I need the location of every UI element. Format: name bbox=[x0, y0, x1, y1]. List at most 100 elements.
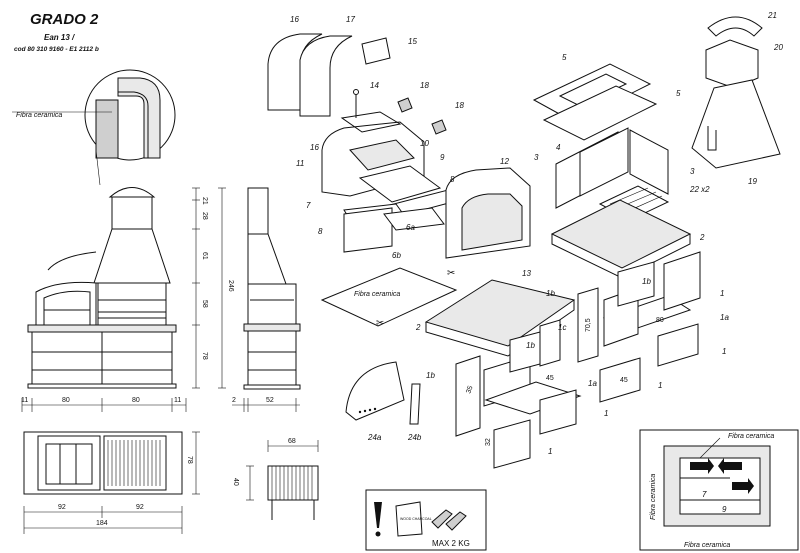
fibra-detail-view: Fibra ceramica bbox=[12, 69, 176, 186]
part-label-20: 20 bbox=[773, 43, 783, 52]
part-label-5b: 5 bbox=[676, 89, 681, 98]
part-label-15: 15 bbox=[408, 37, 417, 46]
charcoal-warning: WOOD CHARCOAL MAX 2 KG bbox=[365, 489, 487, 551]
part-label-14: 14 bbox=[370, 81, 379, 90]
part-5-lower-frame bbox=[542, 85, 658, 141]
fibra-inset-top-label: Fibra ceramica bbox=[728, 433, 774, 440]
part-1b-block-b bbox=[509, 331, 541, 373]
wood-box-label: WOOD CHARCOAL bbox=[400, 517, 432, 521]
grill-rack-bars bbox=[271, 466, 313, 500]
part-label-18b: 18 bbox=[455, 101, 464, 110]
detail-fibre-layer bbox=[118, 91, 149, 158]
part-label-21: 21 bbox=[767, 11, 777, 20]
detail-circle bbox=[84, 69, 176, 161]
part-24b-handle bbox=[409, 383, 421, 425]
part-6a-plate bbox=[383, 207, 445, 231]
grill-width: 68 bbox=[288, 438, 296, 445]
part-1-block-b bbox=[663, 251, 701, 311]
front-width-4: 11 bbox=[174, 397, 181, 404]
detail-wall-section bbox=[95, 99, 119, 159]
part-1b-post bbox=[577, 287, 599, 363]
warning-frame bbox=[365, 489, 487, 551]
side-depth-b: 52 bbox=[266, 397, 274, 404]
part-1a-shelf-b bbox=[484, 381, 582, 415]
part-label-5a: 5 bbox=[562, 53, 567, 62]
dim-45a: 45 bbox=[546, 375, 554, 382]
charcoal-bag-icon bbox=[395, 501, 423, 537]
part-19-hood bbox=[691, 79, 781, 169]
part-label-1-c: 1 bbox=[658, 381, 662, 390]
charcoal-lump-icon bbox=[431, 509, 453, 529]
part-label-16a: 16 bbox=[290, 15, 299, 24]
part-3-right-panel bbox=[629, 129, 669, 195]
dim-35: 35 bbox=[465, 385, 474, 395]
front-chimney-flue bbox=[111, 196, 153, 230]
part-label-2a: 2 bbox=[699, 233, 705, 242]
front-total-height: 246 bbox=[227, 280, 234, 292]
part-dimension-labels: 70,5 80 45 45 35 32 bbox=[465, 317, 664, 446]
plan-grill-bars bbox=[107, 440, 161, 486]
exploded-hood-parts: Fibra ceramica ✂ ✂ bbox=[267, 33, 531, 329]
part-label-1-e: 1 bbox=[548, 447, 552, 456]
inset-arrow-3 bbox=[732, 478, 754, 494]
part-17-panel bbox=[299, 35, 353, 117]
part-label-18a: 18 bbox=[420, 81, 429, 90]
plan-width-left: 92 bbox=[58, 504, 66, 511]
part-label-24b: 24b bbox=[407, 433, 422, 442]
dim-80: 80 bbox=[656, 317, 664, 324]
part-label-13: 13 bbox=[522, 269, 531, 278]
scissors-icon-b: ✂ bbox=[376, 318, 384, 329]
inset-part-9: 9 bbox=[722, 505, 727, 514]
max-weight-label: MAX 2 KG bbox=[432, 539, 470, 548]
front-firebox bbox=[97, 282, 167, 326]
fibra-detail-label: Fibra ceramica bbox=[16, 112, 62, 119]
fibra-inset-left-label: Fibra ceramica bbox=[650, 474, 657, 520]
fibra-sheet-part bbox=[320, 267, 458, 327]
front-height-1: 21 bbox=[201, 197, 208, 205]
exploded-top-stack bbox=[532, 63, 692, 279]
part-label-1a-a: 1a bbox=[720, 313, 729, 322]
part-label-6a: 6a bbox=[406, 223, 415, 232]
plan-width-right: 92 bbox=[136, 504, 144, 511]
part-15-plate bbox=[361, 37, 391, 65]
plan-width-total: 184 bbox=[96, 520, 108, 527]
part-label-1-b: 1 bbox=[722, 347, 726, 356]
title-block: GRADO 2 Ean 13 / cod 80 310 9160 - E1 21… bbox=[14, 11, 99, 53]
dim-70-5: 70,5 bbox=[585, 318, 592, 332]
part-14-frame bbox=[340, 111, 402, 133]
front-height-4: 58 bbox=[201, 300, 208, 308]
fibra-inset-detail: Fibra ceramica Fibra ceramica Fibra cera… bbox=[639, 429, 799, 551]
part-label-8a: 8 bbox=[450, 175, 455, 184]
side-hood bbox=[247, 233, 287, 285]
part-label-1b-a: 1b bbox=[546, 289, 555, 298]
part-label-1a-b: 1a bbox=[588, 379, 597, 388]
part-label-8b: 8 bbox=[318, 227, 323, 236]
front-width-3: 80 bbox=[132, 397, 140, 404]
part-label-22: 22 x2 bbox=[689, 185, 710, 194]
part-label-1c: 1c bbox=[558, 323, 566, 332]
part-label-17: 17 bbox=[346, 15, 355, 24]
side-chimney bbox=[247, 187, 269, 235]
part-number-labels: 16 17 15 14 18 18 16 11 10 9 8 7 8 6a 6b… bbox=[290, 11, 783, 456]
part-label-1-d: 1 bbox=[604, 409, 608, 418]
part-6b-panel bbox=[343, 207, 393, 253]
part-label-9: 9 bbox=[440, 153, 445, 162]
grill-rack-frame bbox=[267, 465, 319, 501]
part-1-block-g bbox=[493, 419, 531, 469]
part-label-24a: 24a bbox=[367, 433, 382, 442]
plan-view: 92 92 184 78 bbox=[23, 431, 200, 534]
exploded-chimney bbox=[691, 16, 781, 169]
part-label-19: 19 bbox=[748, 177, 757, 186]
part-label-7: 7 bbox=[306, 201, 311, 210]
part-21-cap bbox=[707, 16, 763, 37]
part-label-1b-b: 1b bbox=[642, 277, 651, 286]
detail-dome-section bbox=[117, 77, 161, 159]
door-parts bbox=[345, 361, 421, 425]
part-label-3b: 3 bbox=[690, 167, 695, 176]
part-20-flue bbox=[705, 39, 759, 89]
front-width-2: 80 bbox=[62, 397, 70, 404]
dim-45b: 45 bbox=[620, 377, 628, 384]
part-2-slab bbox=[550, 199, 692, 269]
exploded-base-blocks bbox=[424, 251, 701, 469]
fibra-inset-bottom-label: Fibra ceramica bbox=[684, 542, 730, 549]
